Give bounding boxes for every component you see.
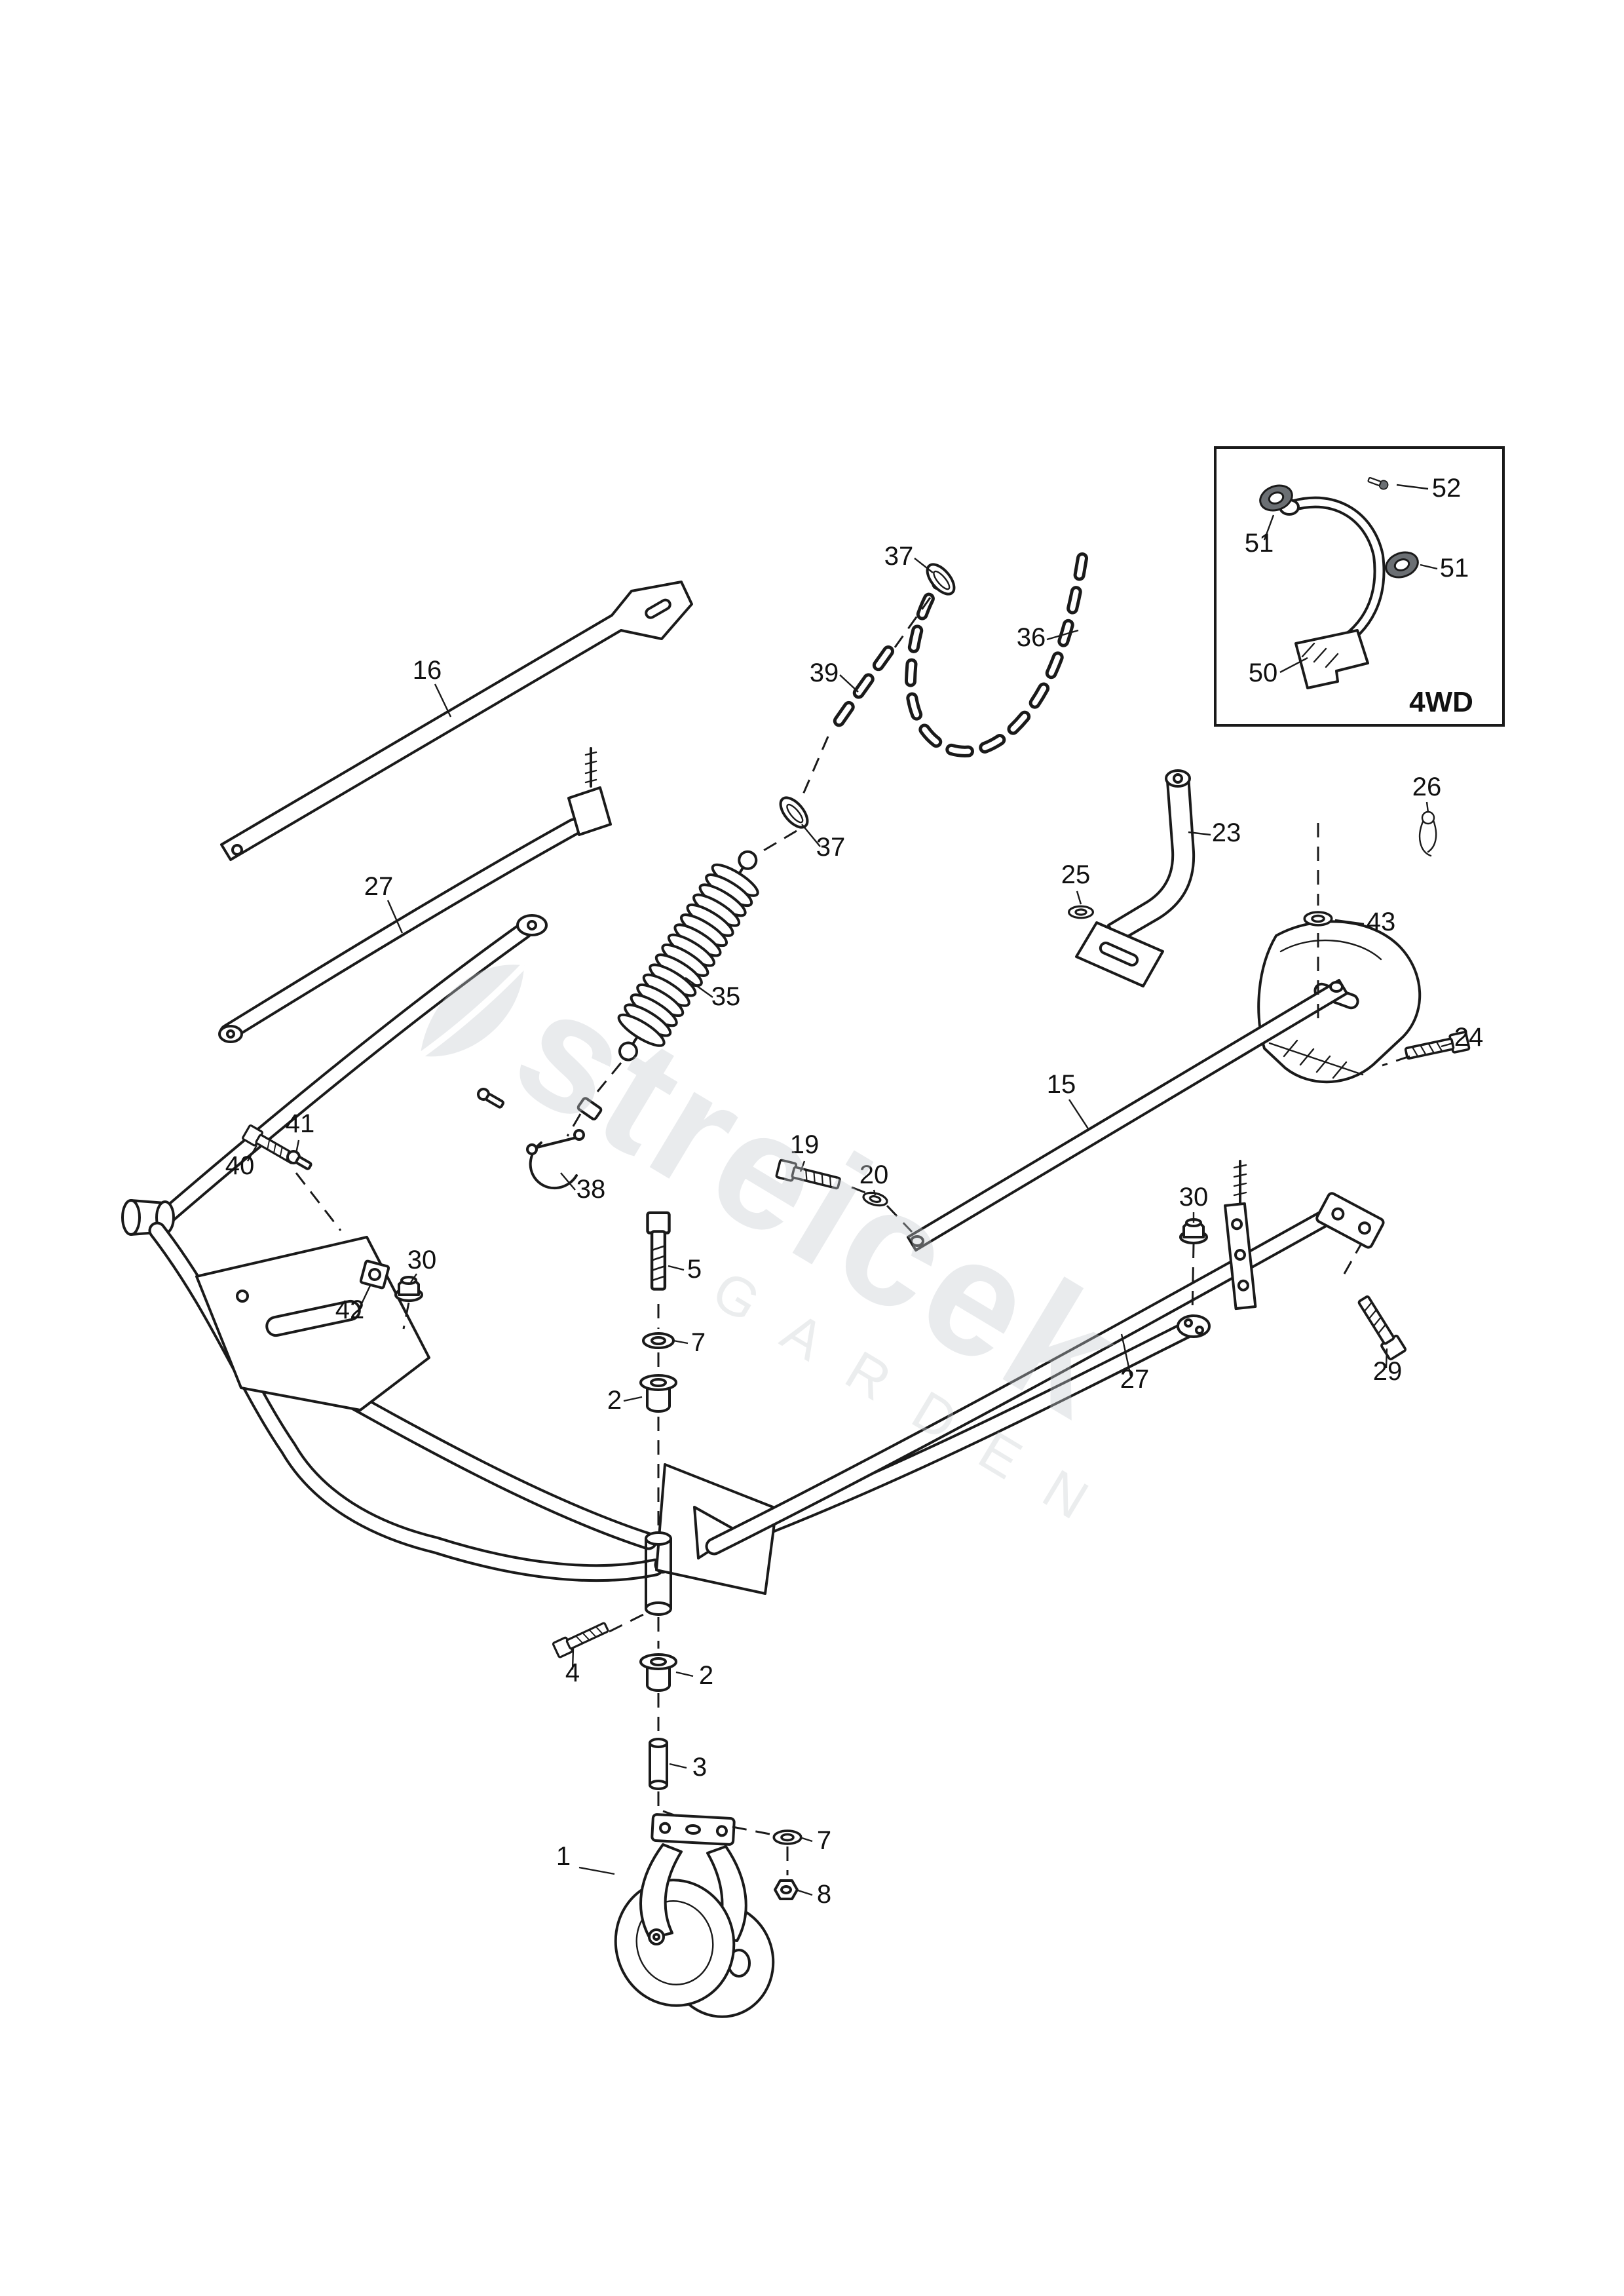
callout-24: 24 [1454,1023,1484,1052]
callout-1: 1 [556,1842,571,1871]
part-4-bolt [552,1618,611,1659]
callout-20: 20 [859,1160,889,1189]
callout-35: 35 [711,982,741,1011]
part-3-spacer [649,1738,668,1790]
callout-2-lower: 2 [699,1661,713,1690]
latch-plate [567,747,612,836]
callout-8: 8 [817,1880,831,1909]
part-16-bar [220,581,693,861]
callout-52: 52 [1432,474,1462,503]
callout-37-top: 37 [884,542,914,571]
part-7-washer-upper [642,1332,675,1349]
callout-23: 23 [1212,818,1241,847]
part-38-shackle [526,1129,585,1189]
callout-7-upper: 7 [691,1328,706,1357]
part-27-upper-tube [218,747,612,1043]
tube-end-plate [1315,1192,1385,1249]
callout-37-mid: 37 [816,833,846,862]
callout-3: 3 [692,1753,707,1782]
part-2-bushing-lower [639,1653,677,1692]
callout-29: 29 [1373,1357,1403,1386]
callout-16: 16 [413,656,442,685]
callout-36: 36 [1017,623,1046,652]
callout-51-left: 51 [1245,529,1274,558]
part-5-bolt [648,1213,670,1290]
callout-5: 5 [687,1255,702,1284]
left-gusset-plate [195,1236,430,1411]
part-43-washer [1303,911,1333,927]
small-clevis-bolt [477,1088,504,1109]
callout-2-upper: 2 [607,1386,622,1415]
inset-4wd-box [1214,446,1505,727]
callout-41: 41 [286,1109,315,1138]
callout-15: 15 [1047,1070,1076,1099]
callout-51-right: 51 [1440,554,1469,583]
part-8-nut [774,1879,799,1900]
part-right-post [1224,1160,1257,1311]
caster-plate [651,1813,736,1846]
callout-40: 40 [225,1151,255,1180]
watermark: streicek GARDEN [418,953,1152,1550]
part-39-chain [826,645,894,737]
callout-39: 39 [810,659,839,687]
part-25-washer [1067,905,1095,919]
inset-4wd-label: 4WD [1409,686,1473,718]
callout-27-upper: 27 [364,872,394,901]
callout-38: 38 [576,1175,606,1204]
part-51-bushing-right [1381,547,1423,583]
callout-50: 50 [1249,659,1278,687]
callout-4: 4 [565,1658,580,1687]
callout-42: 42 [335,1295,365,1324]
part-41-screw [286,1150,312,1170]
part-30-nut-right [1179,1218,1208,1244]
callout-30-left: 30 [407,1246,437,1274]
part-27-lower-tube [705,1192,1385,1556]
spring-link-fitting [576,1097,603,1120]
part-42-square-nut [359,1259,390,1290]
callout-19: 19 [790,1130,820,1159]
callout-30-right: 30 [1179,1183,1209,1212]
callout-labels: 52 51 51 50 4WD 37 36 39 37 16 27 35 23 … [225,474,1484,1909]
callout-7-lower: 7 [817,1826,831,1855]
callout-leader-lines [246,484,1454,1896]
part-30-nut-left [394,1276,423,1302]
callout-43: 43 [1367,908,1396,936]
part-35-spring [617,850,759,1062]
caster-mount-tube [645,1531,672,1616]
part-26-cotter-pin [1418,811,1437,857]
center-gusset-plate [655,1463,778,1595]
part-2-bushing-upper [639,1374,677,1413]
part-7-washer-lower [772,1829,803,1845]
part-37-hook-mid [774,792,814,833]
callout-25: 25 [1061,860,1091,889]
part-50-bracket [1294,629,1369,689]
callout-27-lower: 27 [1120,1365,1150,1394]
watermark-leaf-logo [420,965,525,1057]
callout-26: 26 [1412,773,1442,801]
part-52-bolt [1367,476,1389,490]
part-23-bracket [1075,769,1196,987]
assembly-axis-lines [295,597,1410,1875]
part-1-caster [614,1813,775,2018]
part-15-bar [907,979,1348,1252]
part-29-bolt [1353,1292,1408,1362]
rear-tube-end-tab [1177,1314,1211,1338]
part-right-bracket [1257,920,1422,1084]
part-36-chain [904,552,1088,757]
